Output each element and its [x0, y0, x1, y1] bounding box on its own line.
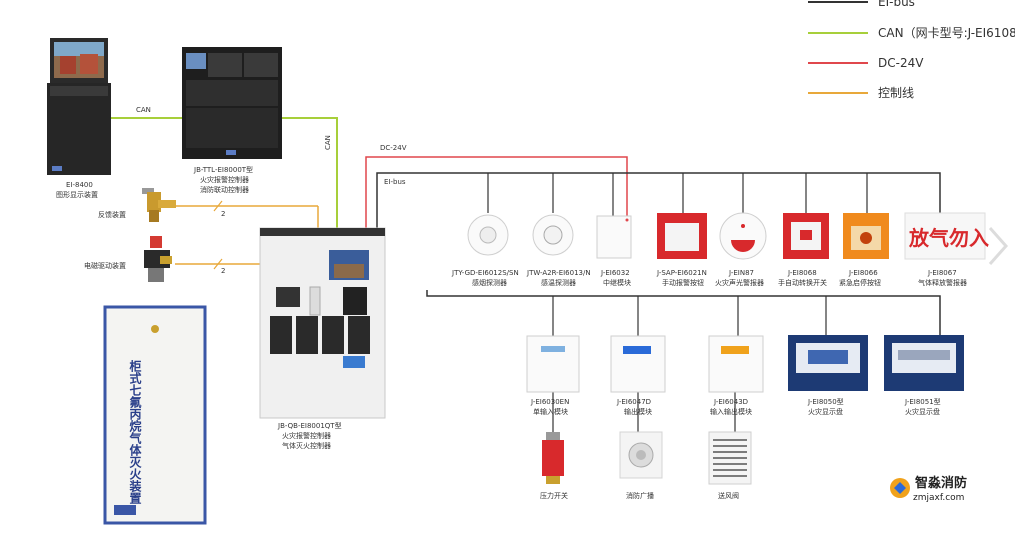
- legend-control-label: 控制线: [878, 86, 914, 100]
- can-top-label: CAN: [136, 106, 151, 114]
- qb-logo: [343, 356, 365, 368]
- vent-valve: 送风阀: [708, 431, 752, 500]
- watermark-name: 智淼消防: [915, 475, 967, 491]
- gas-cabinet-frame: [103, 305, 207, 525]
- input-desc: 单输入模块: [533, 407, 568, 416]
- ttl-screen: [186, 53, 206, 69]
- ttl-controller: JB-TTL-EI8000T型 火灾报警控制器 消防联动控制器: [182, 47, 282, 194]
- eibus-lower-drops: [552, 296, 827, 336]
- watermark: 智淼消防 zmjaxf.com: [890, 475, 967, 503]
- feedback-label: 反馈装置: [98, 210, 126, 219]
- feedback-count-tick: [213, 200, 223, 212]
- output-module: J-EI6047D 输出模块: [610, 335, 666, 416]
- heat-detector: JTW-A2R-EI6013/N 感温探测器: [526, 214, 591, 287]
- gas-sign-text: 放气勿入: [908, 226, 989, 250]
- dc24v-label: DC-24V: [380, 144, 407, 152]
- smoke-desc: 感烟探测器: [472, 278, 507, 287]
- solenoid-label: 电磁驱动装置: [84, 261, 126, 270]
- ttl-model: JB-TTL-EI8000T型: [193, 165, 253, 174]
- cabinet-lock: [151, 325, 159, 333]
- feedback-count: 2: [221, 210, 225, 218]
- can-link-vertical: [282, 117, 338, 228]
- feedback-valve: [147, 192, 161, 212]
- io-module: J-EI6043D 输入输出模块: [708, 335, 764, 416]
- smoke-detector: JTY-GD-EI6012S/SN 感烟探测器: [451, 214, 519, 287]
- cabinet-text: 柜式七氟丙烷气体灭火装置: [128, 359, 142, 504]
- auto-switch: J-EI8068 手自动转换开关: [778, 213, 829, 287]
- display-8051-desc: 火灾显示盘: [905, 407, 940, 416]
- ei8400-device: EI-8400 图形显示装置: [47, 38, 111, 199]
- display-8050: J-EI8050型 火灾显示盘: [788, 335, 868, 416]
- qb-controller: JB-QB-EI8001QT型 火灾报警控制器 气体灭火控制器: [259, 227, 386, 450]
- heat-model: JTW-A2R-EI6013/N: [526, 269, 591, 277]
- legend-eibus-label: EI-bus: [878, 0, 915, 9]
- ei8400-desc: 图形显示装置: [56, 190, 98, 199]
- relay-model: J-EI6032: [600, 269, 630, 277]
- input-model: J-EI6030EN: [530, 398, 569, 406]
- vent-valve-label: 送风阀: [718, 491, 739, 500]
- qb-model: JB-QB-EI8001QT型: [277, 421, 342, 430]
- qb-zone-panels: [270, 316, 370, 354]
- ttl-desc1: 火灾报警控制器: [200, 175, 249, 184]
- feedback-device: 反馈装置: [98, 188, 176, 222]
- can-vertical-label: CAN: [324, 135, 332, 150]
- ei8400-cabinet: [47, 83, 111, 175]
- gas-sign-model: J-EI8067: [927, 269, 957, 277]
- ei8400-model: EI-8400: [66, 181, 93, 189]
- dc24v-line: [365, 156, 628, 228]
- eibus-label: EI-bus: [384, 178, 406, 186]
- sounder-desc: 火灾声光警报器: [715, 278, 764, 287]
- qb-desc1: 火灾报警控制器: [282, 431, 331, 440]
- qb-lcd: [276, 287, 300, 307]
- qb-keypad: [343, 287, 367, 315]
- emergency-stop-model: J-EI8066: [848, 269, 878, 277]
- output-model: J-EI6047D: [616, 398, 651, 406]
- output-desc: 输出模块: [624, 407, 652, 416]
- sounder-strobe: J-EIN87 火灾声光警报器: [715, 212, 767, 287]
- manual-alarm-button: J-SAP-EI6021N 手动报警按钮: [656, 213, 707, 287]
- legend-can-label: CAN（网卡型号:J-EI6108: [878, 26, 1015, 40]
- cabinet-logo: [114, 505, 136, 515]
- solenoid-top: [150, 236, 162, 248]
- qb-desc2: 气体灭火控制器: [282, 441, 331, 450]
- sounder-model: J-EIN87: [728, 269, 754, 277]
- heat-desc: 感温探测器: [541, 278, 576, 287]
- pressure-switch-label: 压力开关: [540, 491, 568, 500]
- legend: EI-bus CAN（网卡型号:J-EI6108 DC-24V 控制线: [808, 0, 1015, 100]
- relay-module: J-EI6032 中继模块: [596, 215, 632, 287]
- auto-switch-desc: 手自动转换开关: [778, 278, 827, 287]
- io-model: J-EI6043D: [713, 398, 748, 406]
- io-desc: 输入输出模块: [710, 407, 752, 416]
- relay-desc: 中继模块: [603, 278, 631, 287]
- eibus-top-line: [376, 172, 941, 228]
- auto-switch-model: J-EI8068: [787, 269, 817, 277]
- display-8050-desc: 火灾显示盘: [808, 407, 843, 416]
- emergency-stop-desc: 紧急启停按钮: [839, 278, 881, 287]
- emergency-stop: J-EI8066 紧急启停按钮: [839, 213, 889, 287]
- solenoid-count: 2: [221, 267, 225, 275]
- legend-dc24v-label: DC-24V: [878, 56, 924, 70]
- manual-alarm-model: J-SAP-EI6021N: [656, 269, 707, 277]
- smoke-model: JTY-GD-EI6012S/SN: [451, 269, 519, 277]
- manual-alarm-desc: 手动报警按钮: [662, 278, 704, 287]
- watermark-url: zmjaxf.com: [913, 493, 964, 503]
- eibus-lower-line: [426, 290, 941, 335]
- gas-sign-desc: 气体释放警报器: [918, 278, 967, 287]
- display-8051-model: J-EI8051型: [904, 397, 941, 406]
- solenoid-device: 电磁驱动装置: [84, 236, 172, 282]
- input-module: J-EI6030EN 单输入模块: [526, 335, 580, 416]
- eibus-drops: [487, 173, 868, 216]
- broadcast-label: 消防广播: [626, 491, 654, 500]
- solenoid-count-tick: [213, 258, 223, 270]
- ttl-desc2: 消防联动控制器: [200, 185, 249, 194]
- fire-broadcast-speaker: 消防广播: [619, 431, 663, 500]
- display-8051: J-EI8051型 火灾显示盘: [884, 335, 964, 416]
- gas-release-sign: 放气勿入 J-EI8067 气体释放警报器: [904, 212, 1009, 287]
- gas-cabinet: 柜式七氟丙烷气体灭火装置: [103, 305, 207, 525]
- pressure-switch: 压力开关: [540, 432, 568, 500]
- chevron-right-icon: [988, 227, 1009, 265]
- display-8050-model: J-EI8050型: [807, 397, 844, 406]
